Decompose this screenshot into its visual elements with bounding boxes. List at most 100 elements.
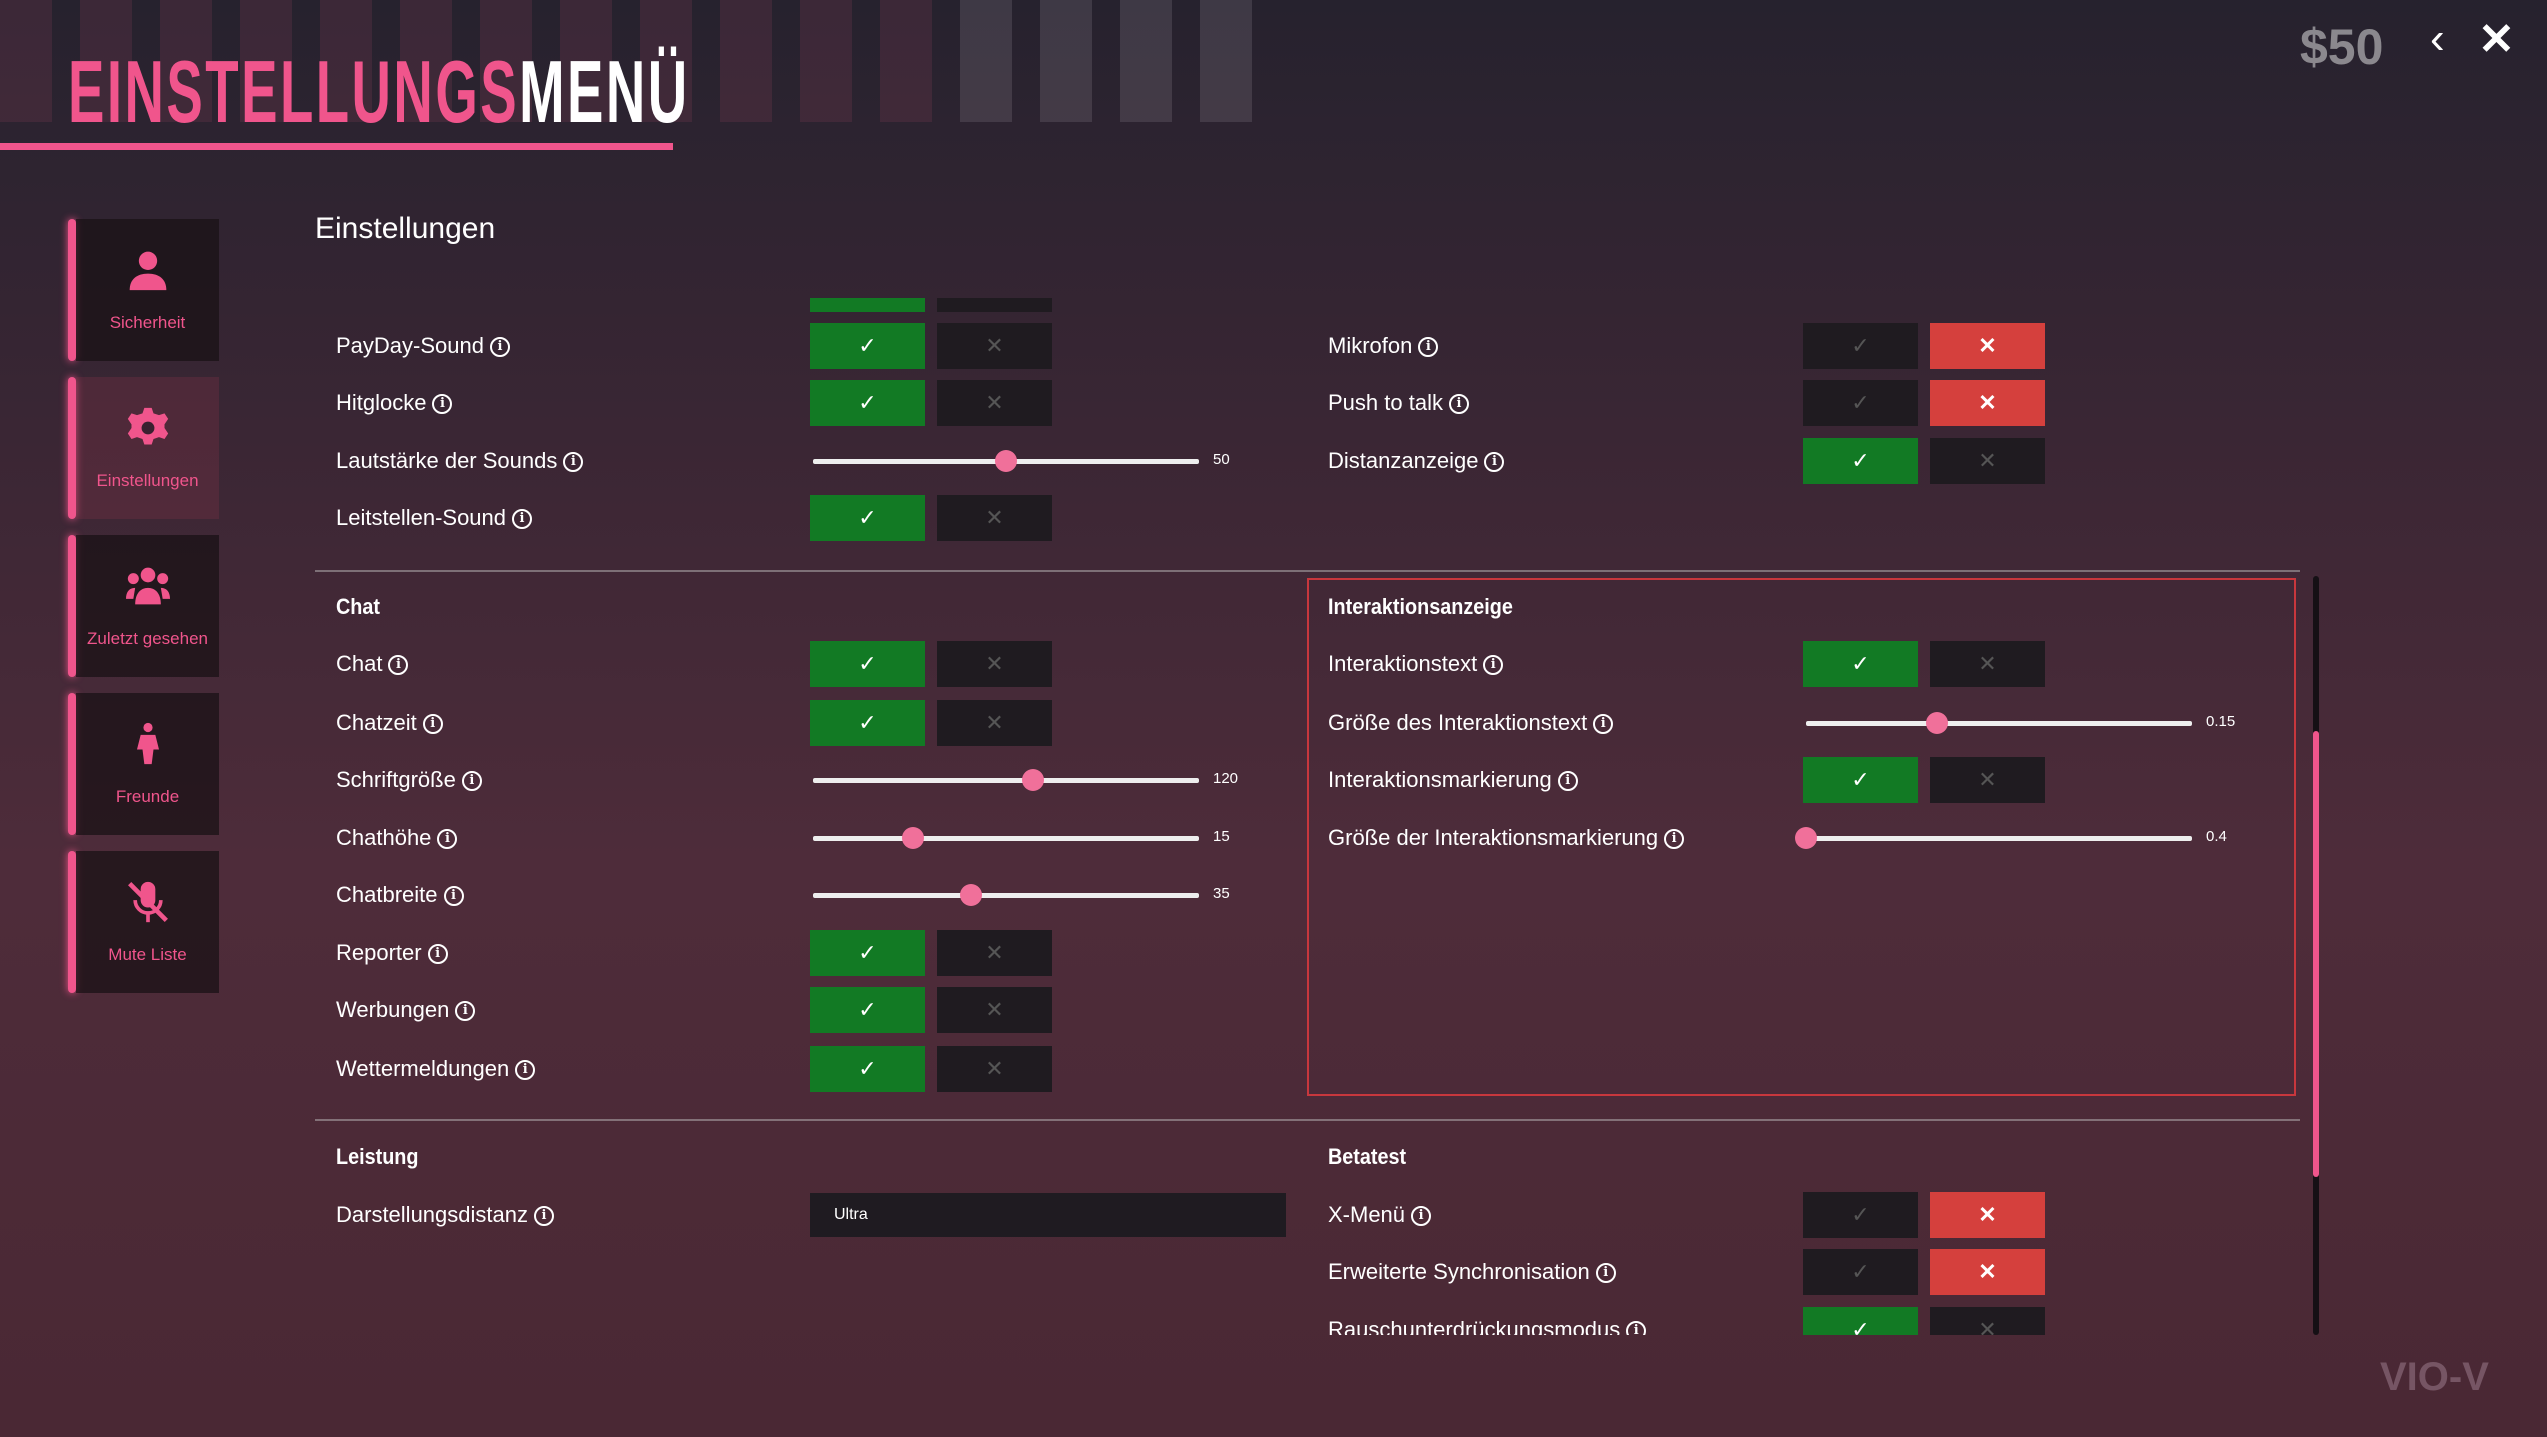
slider-track[interactable] [813, 769, 1199, 791]
toggle-on-button[interactable]: ✓ [810, 495, 925, 541]
toggle-on-button[interactable]: ✓ [810, 1046, 925, 1092]
info-icon[interactable]: i [515, 1060, 536, 1081]
toggle-on-button[interactable]: ✓ [1803, 1307, 1918, 1335]
toggle-on-button[interactable]: ✓ [1803, 438, 1918, 484]
toggle-on-button[interactable]: ✓ [1803, 380, 1918, 426]
close-icon[interactable]: ✕ [2478, 15, 2515, 64]
toggle-on-button[interactable]: ✓ [1803, 323, 1918, 369]
info-icon[interactable]: i [1418, 337, 1439, 358]
toggle-off-button[interactable]: ✕ [937, 641, 1052, 687]
toggle-off-button[interactable]: ✕ [937, 323, 1052, 369]
background-letter-shape [880, 0, 932, 122]
slider-track[interactable] [813, 827, 1199, 849]
toggle-off-button[interactable]: ✕ [937, 380, 1052, 426]
info-icon[interactable]: i [461, 771, 482, 792]
toggle-off-button[interactable]: ✕ [1930, 380, 2045, 426]
money-display: $50 [2300, 19, 2384, 75]
sidebar-item-label: Freunde [115, 786, 180, 806]
info-icon[interactable]: i [432, 394, 453, 415]
user-icon [126, 248, 170, 313]
slider-thumb[interactable] [902, 827, 925, 849]
sidebar-item-sicherheit[interactable]: Sicherheit [76, 219, 219, 361]
info-icon[interactable]: i [455, 1001, 476, 1022]
slider-track[interactable] [813, 884, 1199, 906]
watermark-logo: VIO-V [2380, 1355, 2489, 1399]
slider-thumb[interactable] [1022, 769, 1045, 791]
toggle-off-button[interactable]: ✕ [1930, 1192, 2045, 1238]
slider-thumb[interactable] [1795, 827, 1817, 849]
sidebar-item-freunde[interactable]: Freunde [76, 693, 219, 835]
info-icon[interactable]: i [1448, 394, 1469, 415]
info-icon[interactable]: i [1483, 655, 1504, 676]
interaction-group-box [1307, 578, 2296, 1096]
chevron-left-icon[interactable]: ‹ [2430, 14, 2445, 63]
toggle-on-button[interactable]: ✓ [1803, 1249, 1918, 1295]
slider-thumb[interactable] [995, 450, 1017, 472]
toggle-on-button[interactable]: ✓ [1803, 757, 1918, 803]
slider-thumb[interactable] [1926, 712, 1949, 734]
toggle-off-button[interactable]: ✕ [937, 987, 1052, 1033]
info-icon[interactable]: i [489, 337, 510, 358]
toggle-on-button[interactable]: ✓ [810, 323, 925, 369]
info-icon[interactable]: i [1411, 1206, 1432, 1227]
slider-track[interactable] [1795, 827, 2192, 849]
scrollbar-thumb[interactable] [2313, 731, 2319, 1177]
info-icon[interactable]: i [533, 1206, 554, 1227]
toggle-on-button[interactable]: ✓ [810, 987, 925, 1033]
toggle-on-button[interactable]: ✓ [810, 930, 925, 976]
info-icon[interactable]: i [427, 944, 448, 965]
toggle-off-button[interactable]: ✕ [1930, 1249, 2045, 1295]
toggle-on-button[interactable]: ✓ [810, 641, 925, 687]
slider-value: 35 [1213, 885, 1230, 902]
sidebar-item-zuletzt-gesehen[interactable]: Zuletzt gesehen [76, 535, 219, 677]
info-icon[interactable]: i [1557, 771, 1578, 792]
slider-thumb[interactable] [960, 884, 983, 906]
sidebar-item-mute-liste[interactable]: Mute Liste [76, 851, 219, 993]
info-icon[interactable]: i [563, 452, 584, 473]
toggle-off-button[interactable]: ✕ [1930, 438, 2045, 484]
info-icon[interactable]: i [437, 829, 458, 850]
scrollbar[interactable] [2313, 576, 2319, 1335]
setting-label-text: Chat [336, 651, 383, 676]
sidebar-accent-bar [68, 693, 76, 835]
toggle-off-button[interactable]: ✕ [1930, 1307, 2045, 1335]
info-icon[interactable]: i [1484, 452, 1505, 473]
section-chat-title: Chat [336, 594, 381, 619]
toggle-on-button[interactable]: ✓ [1803, 641, 1918, 687]
toggle-off-button[interactable]: ✕ [937, 930, 1052, 976]
info-icon[interactable]: i [1664, 829, 1685, 850]
partial-toggle [937, 298, 1052, 312]
toggle-off-button[interactable]: ✕ [937, 700, 1052, 746]
toggle-off-button[interactable]: ✕ [1930, 641, 2045, 687]
info-icon[interactable]: i [1595, 1263, 1616, 1284]
toggle-off-button[interactable]: ✕ [937, 495, 1052, 541]
sidebar-item-label: Einstellungen [96, 470, 199, 490]
sidebar-item-einstellungen[interactable]: Einstellungen [76, 377, 219, 519]
slider-track[interactable] [813, 450, 1199, 472]
info-icon[interactable]: i [512, 509, 533, 530]
toggle-off-button[interactable]: ✕ [1930, 757, 2045, 803]
render-distance-select[interactable]: Ultra [810, 1193, 1286, 1237]
info-icon[interactable]: i [443, 886, 464, 907]
info-icon[interactable]: i [422, 714, 443, 735]
slider-track[interactable] [1806, 712, 2192, 734]
setting-label-text: Interaktionsmarkierung [1328, 767, 1552, 792]
toggle-on-button[interactable]: ✓ [1803, 1192, 1918, 1238]
toggle-on-button[interactable]: ✓ [810, 380, 925, 426]
info-icon[interactable]: i [1593, 714, 1614, 735]
toggle-off-button[interactable]: ✕ [937, 1046, 1052, 1092]
toggle-on-button[interactable]: ✓ [810, 700, 925, 746]
info-icon[interactable]: i [388, 655, 409, 676]
toggle-off-button[interactable]: ✕ [1930, 323, 2045, 369]
info-icon[interactable]: i [1626, 1321, 1647, 1335]
